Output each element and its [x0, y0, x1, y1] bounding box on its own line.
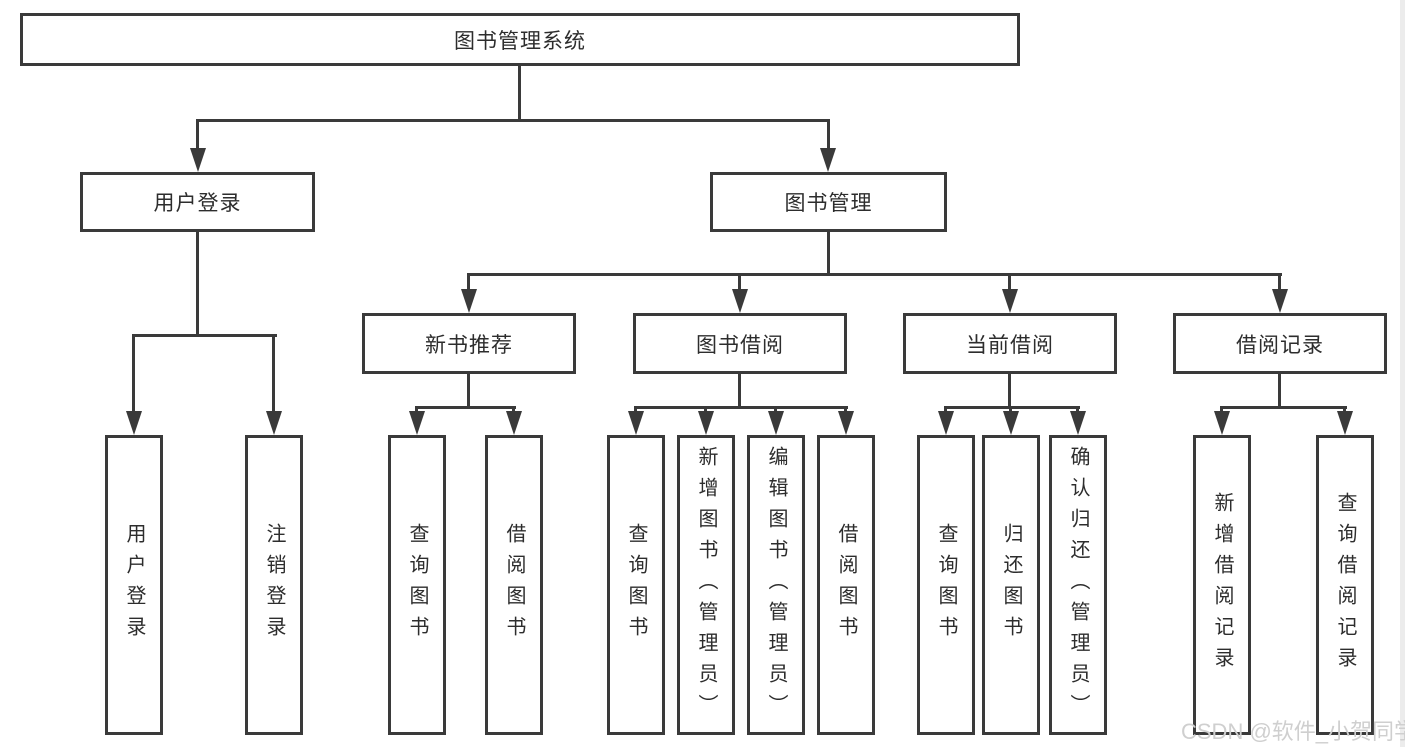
connector-line [827, 119, 830, 149]
arrowhead-down-icon [266, 411, 282, 435]
connector-line [467, 273, 470, 291]
connector-line [512, 406, 515, 413]
connector-line [1076, 406, 1079, 413]
leaf-label: 查询图书 [625, 523, 647, 647]
leaf-label: 注销登录 [263, 523, 285, 647]
connector-line [415, 406, 516, 409]
connector-line [944, 406, 947, 413]
connector-line [1009, 406, 1012, 413]
leaf-label: 用户登录 [123, 523, 145, 647]
arrowhead-down-icon [732, 289, 748, 313]
connector-line [774, 406, 777, 413]
arrowhead-down-icon [1337, 411, 1353, 435]
connector-line [196, 119, 830, 122]
page-right-edge [1400, 0, 1405, 747]
leaf-borrow-borrow-book: 借阅图书 [817, 435, 875, 735]
node-current-borrow: 当前借阅 [903, 313, 1117, 374]
leaf-logout: 注销登录 [245, 435, 303, 735]
connector-line [1008, 374, 1011, 409]
arrowhead-down-icon [628, 411, 644, 435]
connector-line [196, 119, 199, 149]
connector-line [738, 374, 741, 409]
arrowhead-down-icon [126, 411, 142, 435]
connector-line [634, 406, 637, 413]
leaf-label: 归还图书 [1000, 523, 1022, 647]
connector-line [844, 406, 847, 413]
connector-line [704, 406, 707, 413]
connector-line [518, 66, 521, 122]
connector-line [467, 374, 470, 409]
leaf-records-query-record: 查询借阅记录 [1316, 435, 1374, 735]
leaf-records-add-record: 新增借阅记录 [1193, 435, 1251, 735]
connector-line [1220, 406, 1223, 413]
arrowhead-down-icon [1070, 411, 1086, 435]
leaf-current-query-book: 查询图书 [917, 435, 975, 735]
connector-line [827, 232, 830, 276]
arrowhead-down-icon [409, 411, 425, 435]
arrowhead-down-icon [506, 411, 522, 435]
arrowhead-down-icon [1272, 289, 1288, 313]
node-borrow-records: 借阅记录 [1173, 313, 1387, 374]
csdn-watermark: CSDN @软件_小贺同学 [1181, 719, 1405, 744]
arrowhead-down-icon [820, 148, 836, 172]
arrowhead-down-icon [938, 411, 954, 435]
node-label: 用户登录 [153, 192, 242, 215]
leaf-borrow-query-book: 查询图书 [607, 435, 665, 735]
connector-line [132, 334, 277, 337]
leaf-label: 查询借阅记录 [1334, 492, 1356, 678]
node-user-login: 用户登录 [80, 172, 315, 232]
arrowhead-down-icon [1003, 411, 1019, 435]
leaf-current-return-book: 归还图书 [982, 435, 1040, 735]
leaf-borrow-edit-book-admin: 编辑图书（管理员） [747, 435, 805, 735]
connector-line [132, 334, 135, 412]
node-book-borrow: 图书借阅 [633, 313, 847, 374]
connector-line [1220, 406, 1347, 409]
leaf-label: 查询图书 [935, 523, 957, 647]
node-label: 借阅记录 [1236, 333, 1324, 357]
arrowhead-down-icon [1002, 289, 1018, 313]
node-root-library-system: 图书管理系统 [20, 13, 1020, 66]
leaf-label: 借阅图书 [503, 523, 525, 647]
leaf-label: 确认归还（管理员） [1067, 445, 1089, 725]
arrowhead-down-icon [768, 411, 784, 435]
connector-line [944, 406, 1080, 409]
connector-line [1008, 273, 1011, 291]
connector-line [738, 273, 741, 291]
node-label: 图书管理 [784, 192, 873, 215]
leaf-label: 编辑图书（管理员） [765, 445, 787, 725]
leaf-label: 借阅图书 [835, 523, 857, 647]
leaf-current-confirm-return-admin: 确认归还（管理员） [1049, 435, 1107, 735]
node-new-book-recommend: 新书推荐 [362, 313, 576, 374]
arrowhead-down-icon [1214, 411, 1230, 435]
leaf-label: 新增借阅记录 [1211, 492, 1233, 678]
arrowhead-down-icon [838, 411, 854, 435]
leaf-user-login: 用户登录 [105, 435, 163, 735]
connector-line [467, 273, 1282, 276]
connector-line [196, 232, 199, 337]
arrowhead-down-icon [190, 148, 206, 172]
connector-line [1278, 273, 1281, 291]
leaf-recommend-borrow-book: 借阅图书 [485, 435, 543, 735]
leaf-recommend-query-book: 查询图书 [388, 435, 446, 735]
connector-line [272, 334, 275, 412]
node-label: 新书推荐 [425, 333, 513, 357]
arrowhead-down-icon [461, 289, 477, 313]
leaf-borrow-add-book-admin: 新增图书（管理员） [677, 435, 735, 735]
connector-line [1278, 374, 1281, 409]
leaf-label: 新增图书（管理员） [695, 445, 717, 725]
connector-line [1343, 406, 1346, 413]
node-book-management: 图书管理 [710, 172, 947, 232]
connector-line [634, 406, 848, 409]
leaf-label: 查询图书 [406, 523, 428, 647]
arrowhead-down-icon [698, 411, 714, 435]
node-label: 当前借阅 [966, 333, 1054, 357]
node-label: 图书管理系统 [454, 29, 586, 53]
connector-line [415, 406, 418, 413]
node-label: 图书借阅 [696, 333, 784, 357]
